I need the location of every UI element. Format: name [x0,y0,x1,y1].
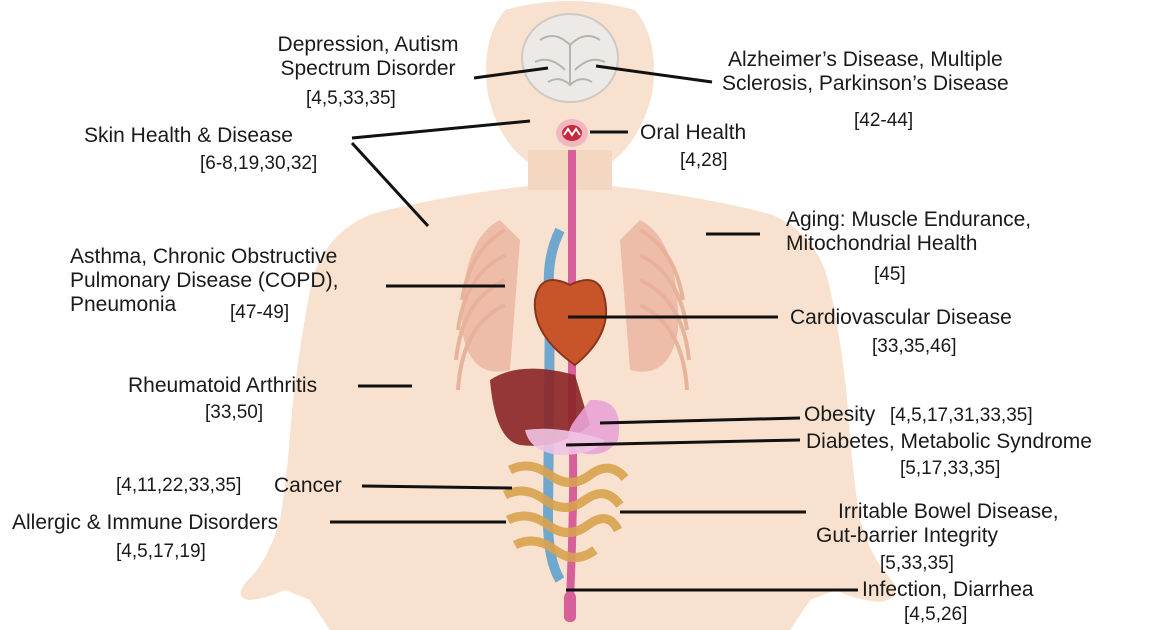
refs-alzheimers: [42-44] [854,110,913,132]
label-allergic: Allergic & Immune Disorders [12,511,278,535]
refs-oral: [4,28] [680,150,728,172]
label-diabetes: Diabetes, Metabolic Syndrome [806,430,1092,454]
label-oral: Oral Health [640,121,746,145]
label-cardio: Cardiovascular Disease [790,306,1012,330]
rectum [564,592,576,622]
mouth-illustration [556,119,588,147]
refs-cardio: [33,35,46] [872,336,957,358]
label-aging-line1: Aging: Muscle Endurance, [786,208,1031,232]
refs-cancer: [4,11,22,33,35] [116,475,241,497]
brain-illustration [522,14,618,102]
refs-infection: [4,5,26] [904,604,967,626]
label-obesity: Obesity [804,403,875,427]
label-alzheimers-line1: Alzheimer’s Disease, Multiple [722,48,1009,72]
label-cancer: Cancer [274,474,342,498]
refs-ibd: [5,33,35] [880,553,954,575]
label-asthma: Asthma, Chronic Obstructive Pulmonary Di… [70,245,338,317]
label-alzheimers-line2: Sclerosis, Parkinson’s Disease [722,72,1009,96]
label-rheumatoid: Rheumatoid Arthritis [128,374,317,398]
refs-skin: [6-8,19,30,32] [200,153,317,175]
label-infection: Infection, Diarrhea [862,578,1034,602]
label-alzheimers: Alzheimer’s Disease, Multiple Sclerosis,… [722,48,1009,96]
refs-aging: [45] [874,264,906,286]
label-depression-line1: Depression, Autism [246,33,490,57]
refs-allergic: [4,5,17,19] [116,541,206,563]
label-depression: Depression, Autism Spectrum Disorder [246,33,490,81]
label-asthma-line3: Pneumonia [70,293,338,317]
refs-asthma: [47-49] [230,302,289,324]
label-aging: Aging: Muscle Endurance, Mitochondrial H… [786,208,1031,256]
line-cancer [362,486,512,488]
label-ibd: Irritable Bowel Disease, Gut-barrier Int… [816,500,1059,548]
refs-depression: [4,5,33,35] [306,88,396,110]
label-depression-line2: Spectrum Disorder [246,57,490,81]
refs-rheumatoid: [33,50] [205,402,263,424]
label-skin: Skin Health & Disease [84,124,293,148]
refs-obesity: [4,5,17,31,33,35] [890,405,1033,427]
label-asthma-line1: Asthma, Chronic Obstructive [70,245,338,269]
label-aging-line2: Mitochondrial Health [786,232,1031,256]
label-asthma-line2: Pulmonary Disease (COPD), [70,269,338,293]
refs-diabetes: [5,17,33,35] [900,458,1000,480]
label-ibd-line1: Irritable Bowel Disease, [816,500,1059,524]
label-ibd-line2: Gut-barrier Integrity [816,524,1059,548]
